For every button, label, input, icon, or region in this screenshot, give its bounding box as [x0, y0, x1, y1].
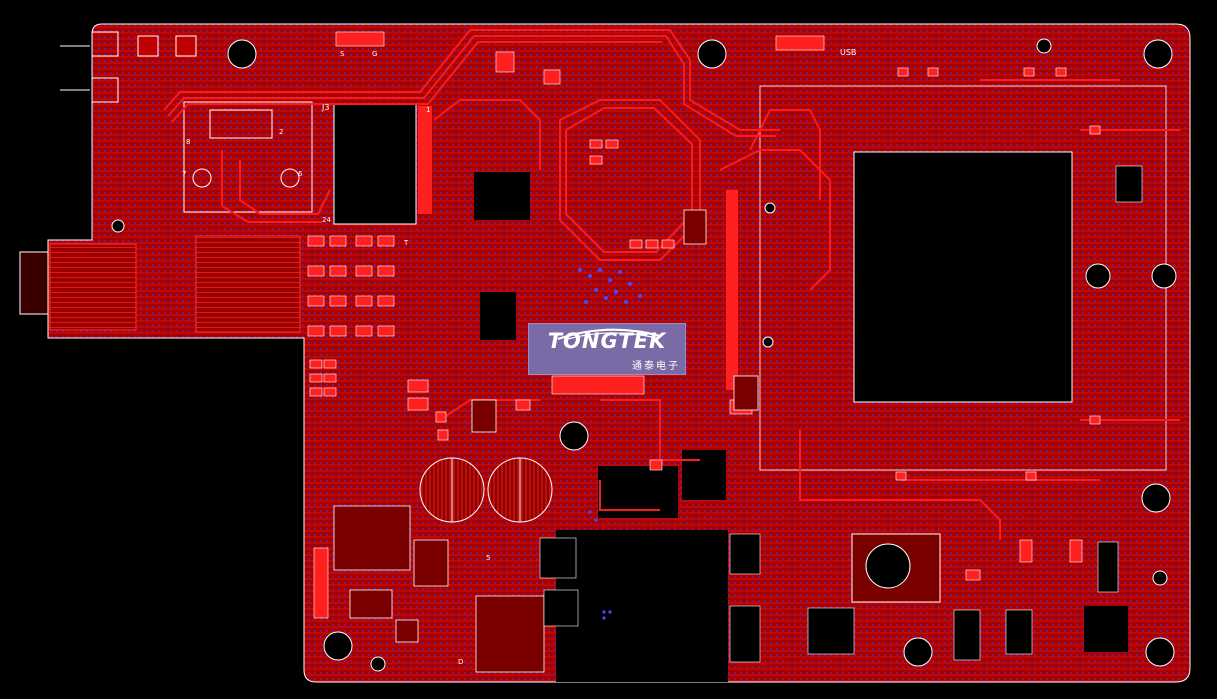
pin-headers	[313, 31, 825, 619]
power-jack	[19, 251, 49, 315]
mounting-hole	[697, 39, 727, 69]
tongtek-logo: TONGTEK 通泰电子	[528, 323, 686, 375]
label-pin1: 1	[426, 106, 430, 114]
label-pin8: 8	[186, 138, 190, 146]
label-pin2: 2	[279, 128, 283, 136]
label-pin24: 24	[322, 216, 331, 224]
label-pin5: 5	[486, 554, 490, 562]
display-window	[853, 151, 1073, 403]
label-j3: J3	[321, 103, 329, 112]
label-g: G	[372, 50, 377, 58]
led-1	[91, 31, 119, 57]
led-2	[91, 77, 119, 103]
mounting-hole	[1145, 637, 1175, 667]
via-field	[578, 268, 642, 620]
mounting-hole	[227, 39, 257, 69]
db9-connector	[183, 101, 313, 213]
label-s: S	[340, 50, 345, 58]
logo-swoosh-icon	[557, 328, 661, 340]
mounting-hole	[1085, 263, 1111, 289]
mounting-hole	[1143, 39, 1173, 69]
cutout-bottom-center	[556, 530, 728, 682]
label-pin-d: D	[458, 658, 463, 666]
mounting-hole	[559, 421, 589, 451]
chip-j3	[333, 103, 417, 225]
label-usb: USB	[840, 48, 856, 57]
logo-subtitle: 通泰电子	[632, 361, 680, 372]
mounting-hole	[323, 631, 353, 661]
label-pin7: 7	[182, 170, 186, 178]
mounting-holes	[227, 39, 1177, 667]
logo-brand-text: TONGTEK	[547, 329, 667, 353]
label-pin-t: T	[403, 239, 409, 247]
mounting-hole	[903, 637, 933, 667]
mounting-hole	[1141, 483, 1171, 513]
label-pin6: 6	[298, 170, 303, 178]
mounting-hole	[1151, 263, 1177, 289]
